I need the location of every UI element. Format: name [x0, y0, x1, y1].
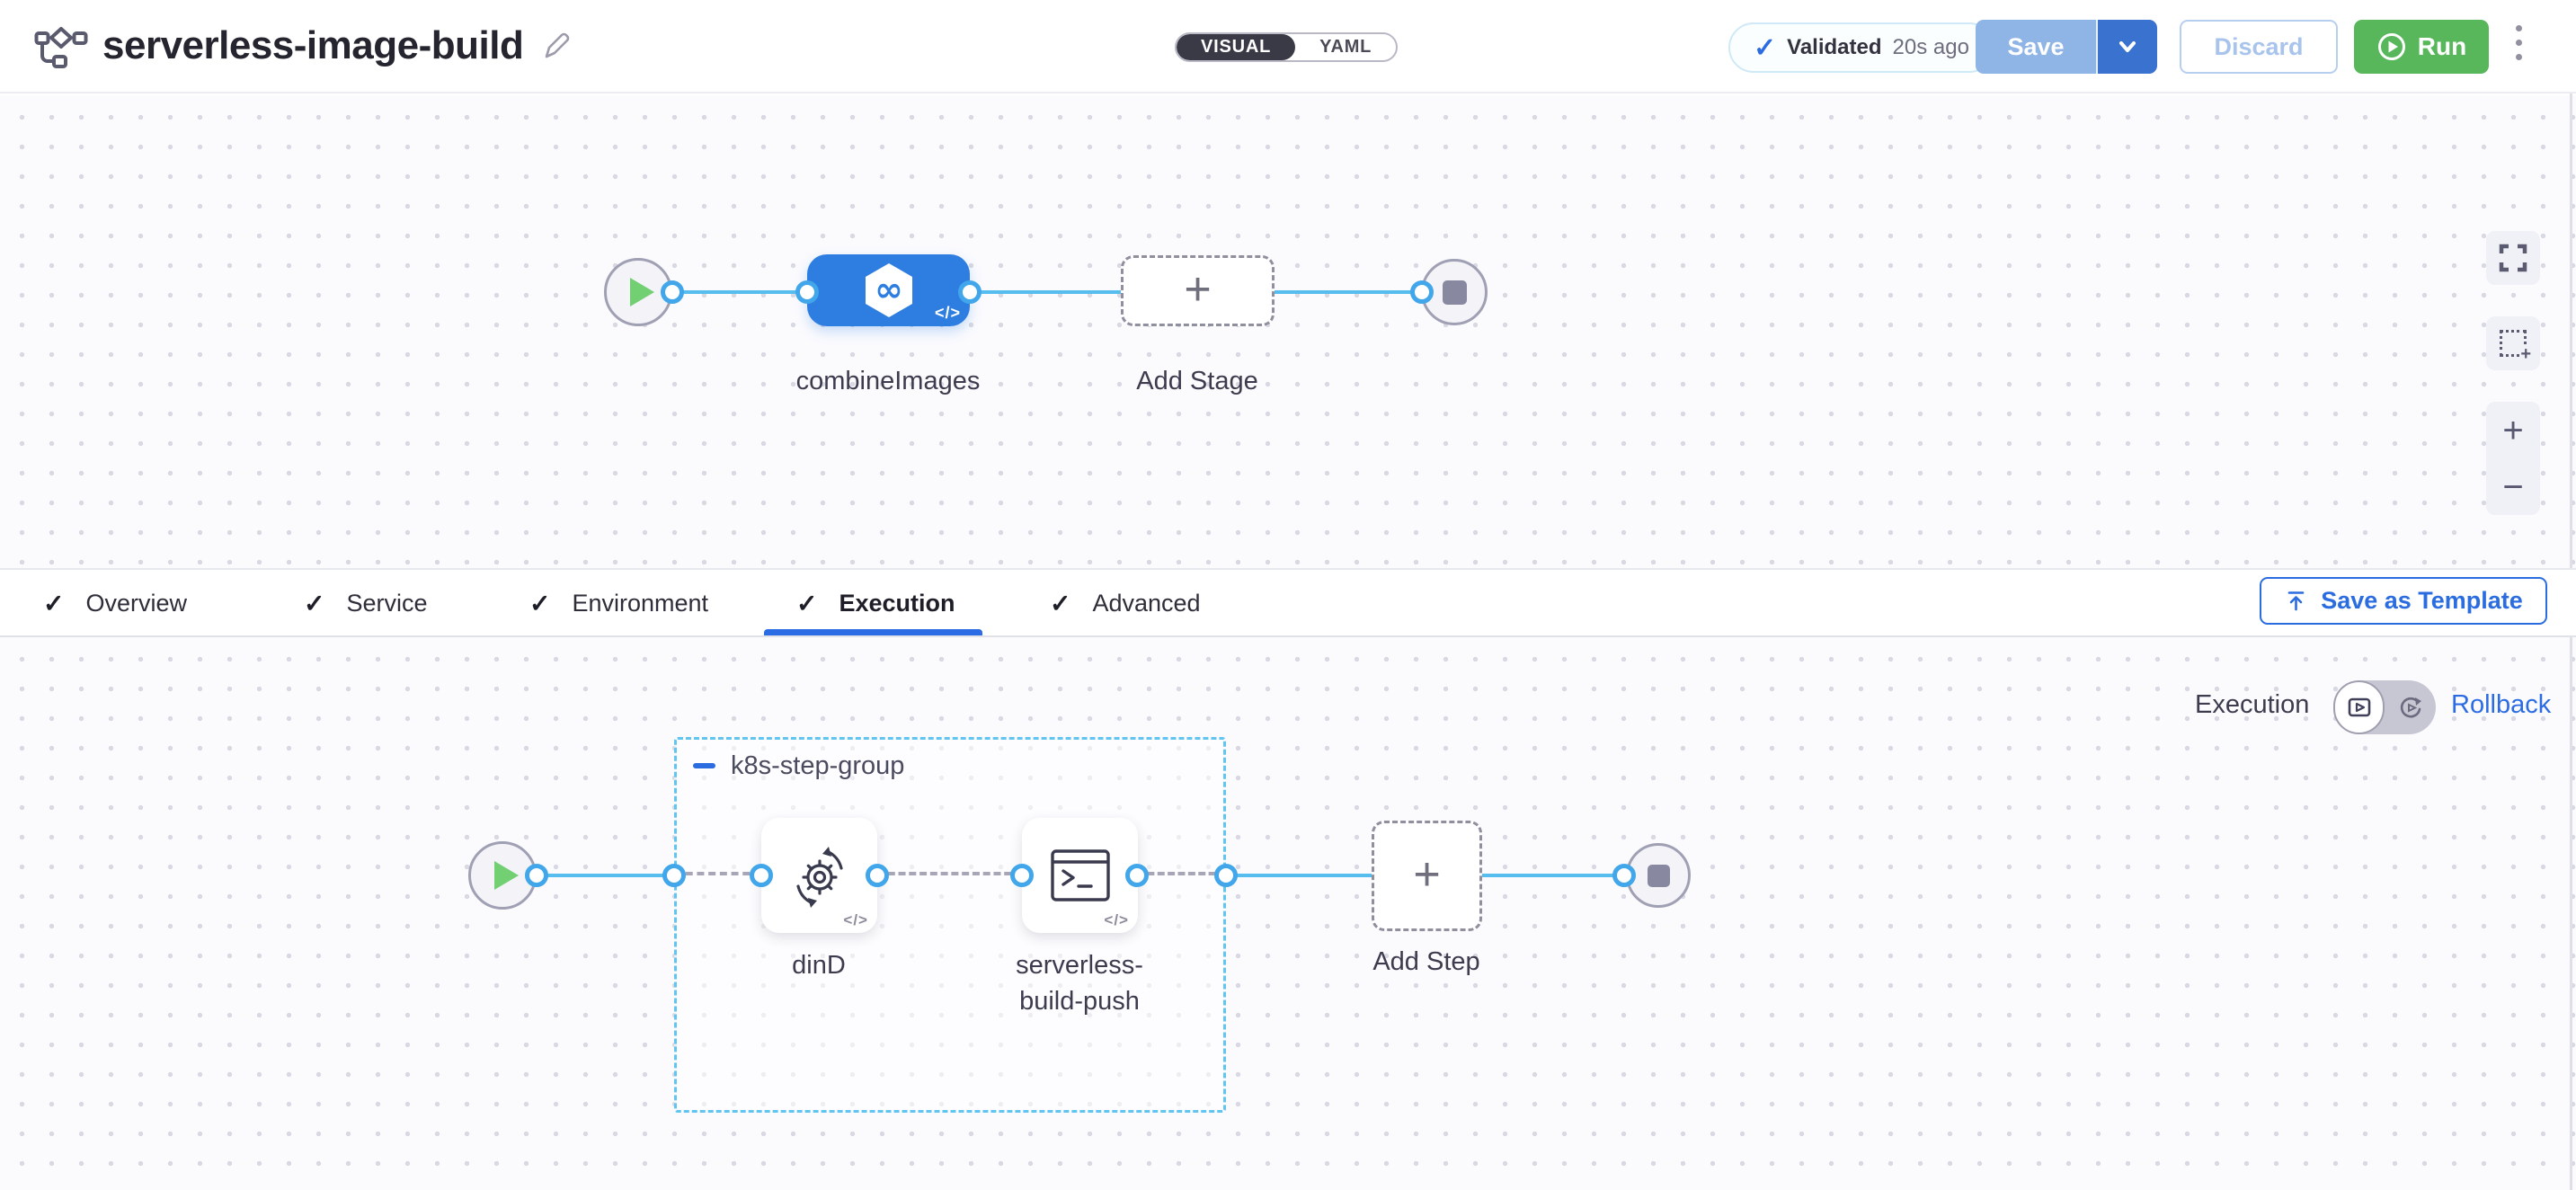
code-badge-icon: </>: [934, 304, 961, 322]
more-options-kebab[interactable]: [2509, 25, 2527, 60]
chevron-down-icon: [2119, 41, 2136, 52]
stop-icon: [1647, 864, 1670, 887]
rollback-view-button[interactable]: [2385, 680, 2436, 734]
run-play-icon: [2377, 33, 2405, 60]
upload-icon: [2287, 591, 2305, 611]
connector-port[interactable]: [958, 280, 982, 304]
plus-icon: +: [1184, 262, 1212, 315]
check-icon: ✓: [1050, 590, 1071, 617]
dashed-flow-line: [674, 872, 761, 875]
execution-view-label: Execution: [2195, 690, 2310, 719]
tab-advanced[interactable]: ✓ Advanced: [1050, 590, 1201, 617]
connector-port[interactable]: [662, 864, 686, 887]
code-badge-icon: </>: [1104, 911, 1129, 928]
flow-line: [1226, 874, 1372, 877]
save-button[interactable]: Save: [1976, 20, 2096, 74]
execution-rollback-toggle: [2333, 680, 2436, 734]
service-gear-icon: [795, 847, 843, 908]
run-button[interactable]: Run: [2354, 20, 2489, 74]
validated-badge[interactable]: ✓ Validated 20s ago: [1728, 22, 1994, 73]
tab-execution[interactable]: ✓ Execution: [796, 590, 955, 617]
tab-environment[interactable]: ✓ Environment: [529, 590, 709, 617]
flow-line: [970, 290, 1121, 294]
connector-port[interactable]: [1410, 280, 1434, 304]
canvas-zoom-control: + −: [2486, 402, 2540, 515]
code-badge-icon: </>: [843, 911, 868, 928]
flow-line: [537, 874, 674, 877]
toggle-visual[interactable]: VISUAL: [1177, 34, 1296, 60]
flow-line: [672, 290, 807, 294]
plus-icon: +: [1413, 848, 1441, 901]
check-icon: ✓: [529, 590, 551, 617]
stage-label[interactable]: combineImages: [795, 367, 981, 395]
add-stage-label[interactable]: Add Stage: [1136, 367, 1258, 395]
add-step-label[interactable]: Add Step: [1372, 947, 1480, 976]
stage-canvas[interactable]: [0, 95, 2576, 568]
step-node-serverless-build-push[interactable]: </>: [1022, 818, 1138, 933]
check-icon: ✓: [304, 590, 325, 617]
connector-port[interactable]: [1010, 864, 1034, 887]
connector-port[interactable]: [1214, 864, 1238, 887]
save-as-template-button[interactable]: Save as Template: [2260, 577, 2547, 625]
stop-icon: [1442, 280, 1467, 305]
active-tab-underline: [764, 629, 982, 635]
tab-service[interactable]: ✓ Service: [304, 590, 428, 617]
dashed-flow-line: [1137, 872, 1226, 875]
dashed-flow-line: [877, 872, 1022, 875]
connector-port[interactable]: [866, 864, 889, 887]
step-label[interactable]: serverless-build-push: [1016, 951, 1143, 1016]
validated-check-icon: ✓: [1754, 32, 1777, 63]
stage-hexagon-icon: ∞: [865, 263, 912, 317]
connector-port[interactable]: [525, 864, 548, 887]
pipeline-end-node: [1421, 259, 1488, 325]
collapse-group-icon[interactable]: [693, 763, 715, 768]
stage-config-tabbar: ✓ Overview ✓ Service ✓ Environment ✓ Exe…: [0, 568, 2576, 637]
canvas-fullscreen-button[interactable]: [2486, 231, 2540, 285]
pipeline-icon: [34, 27, 88, 68]
stage-node-combineimages[interactable]: ∞ </>: [807, 254, 970, 326]
zoom-in-button[interactable]: +: [2502, 410, 2524, 450]
step-label[interactable]: dinD: [792, 951, 846, 980]
flow-line: [1275, 290, 1422, 294]
connector-port[interactable]: [1612, 864, 1636, 887]
tab-overview[interactable]: ✓ Overview: [43, 590, 187, 617]
canvas-select-button[interactable]: +: [2486, 316, 2540, 370]
visual-yaml-toggle: VISUAL YAML: [1175, 32, 1399, 62]
add-step-button[interactable]: +: [1372, 821, 1482, 931]
connector-port[interactable]: [1125, 864, 1149, 887]
validated-label: Validated: [1787, 35, 1882, 59]
marquee-select-icon: +: [2500, 330, 2531, 363]
step-node-dind[interactable]: </>: [761, 818, 877, 933]
save-split-button: Save: [1976, 20, 2157, 74]
zoom-out-button[interactable]: −: [2502, 466, 2524, 507]
validated-time: 20s ago: [1892, 35, 1969, 59]
run-label: Run: [2417, 32, 2467, 60]
terminal-icon: [1050, 849, 1110, 901]
connector-port[interactable]: [795, 280, 819, 304]
step-group-label[interactable]: k8s-step-group: [731, 751, 905, 780]
top-header: serverless-image-build VISUAL YAML ✓ Val…: [0, 0, 2576, 93]
connector-port[interactable]: [661, 280, 684, 304]
save-as-template-label: Save as Template: [2321, 587, 2523, 614]
page-title: serverless-image-build: [102, 23, 524, 67]
svg-text:∞: ∞: [875, 270, 903, 309]
execution-canvas[interactable]: [0, 637, 2576, 1190]
start-play-icon: [493, 861, 519, 890]
start-play-icon: [629, 278, 654, 306]
save-options-caret[interactable]: [2096, 20, 2157, 74]
check-icon: ✓: [43, 590, 65, 617]
flow-line: [1482, 874, 1626, 877]
edit-pencil-icon[interactable]: [539, 29, 573, 63]
rollback-link[interactable]: Rollback: [2451, 690, 2552, 719]
check-icon: ✓: [796, 590, 818, 617]
discard-button[interactable]: Discard: [2180, 20, 2338, 74]
add-stage-button[interactable]: +: [1121, 255, 1275, 326]
connector-port[interactable]: [750, 864, 773, 887]
toggle-yaml[interactable]: YAML: [1319, 37, 1372, 57]
execution-view-button[interactable]: [2333, 680, 2385, 734]
rollback-view-icon: [2400, 697, 2421, 718]
fullscreen-icon: [2499, 244, 2527, 272]
step-group-container[interactable]: [674, 737, 1226, 1113]
execution-view-icon: [2348, 697, 2370, 717]
